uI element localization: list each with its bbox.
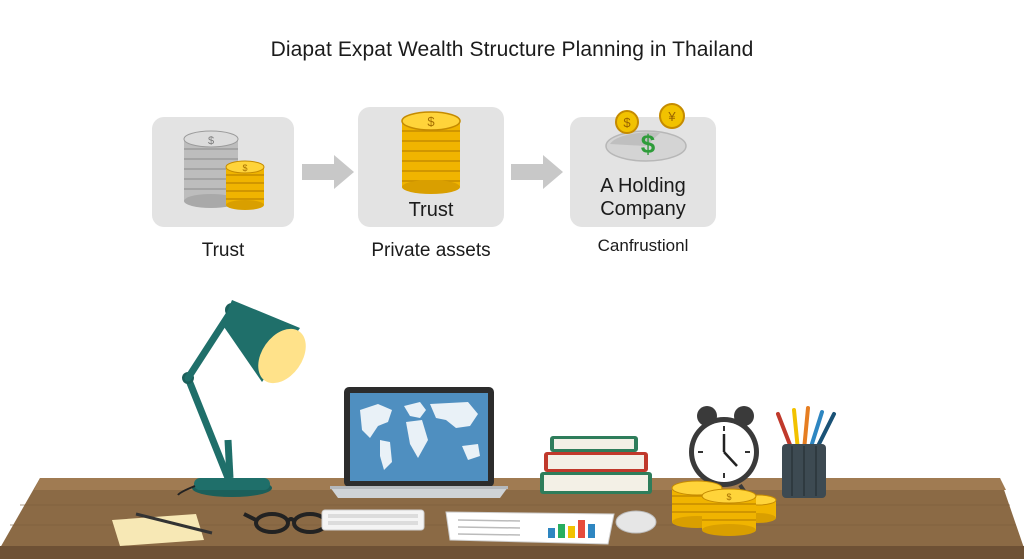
step-card-1: $ $ bbox=[152, 117, 294, 227]
step-card-2: $ Trust bbox=[358, 107, 504, 227]
gold-coin-stack-icon: $ bbox=[401, 111, 461, 194]
dollar-symbol: $ bbox=[726, 492, 731, 502]
desk-coin-stacks: $ bbox=[671, 480, 777, 536]
green-dollar-symbol: $ bbox=[641, 129, 656, 159]
dollar-symbol: $ bbox=[208, 135, 214, 147]
page-title: Diapat Expat Wealth Structure Planning i… bbox=[270, 38, 754, 61]
step-caption-1: Trust bbox=[201, 240, 245, 261]
dollar-symbol: $ bbox=[427, 114, 435, 129]
book-stack bbox=[540, 436, 652, 494]
mouse bbox=[615, 510, 657, 534]
dollar-symbol: $ bbox=[242, 163, 247, 173]
currency-coins-icon: $ ¥ $ bbox=[605, 103, 687, 162]
keyboard bbox=[321, 509, 425, 531]
desk-lamp bbox=[177, 300, 306, 497]
step-caption-2: Private assets bbox=[371, 240, 491, 261]
report-chart bbox=[445, 511, 615, 545]
step-caption-3: Canfrustionl bbox=[597, 236, 689, 255]
arrow-right-icon bbox=[302, 155, 354, 189]
alarm-clock-icon bbox=[689, 406, 759, 496]
dollar-symbol: $ bbox=[623, 115, 631, 130]
step-card-label-2: Trust bbox=[408, 199, 454, 221]
laptop bbox=[330, 387, 508, 498]
step-card-label-3a: A Holding bbox=[600, 175, 686, 197]
world-map bbox=[360, 402, 480, 470]
step-card-label-3b: Company bbox=[600, 198, 686, 220]
coin-stacks-icon: $ $ bbox=[183, 130, 265, 210]
yen-symbol: ¥ bbox=[667, 109, 676, 124]
pencil-cup bbox=[776, 406, 836, 498]
notepad bbox=[112, 512, 213, 546]
arrow-right-icon bbox=[511, 155, 563, 189]
